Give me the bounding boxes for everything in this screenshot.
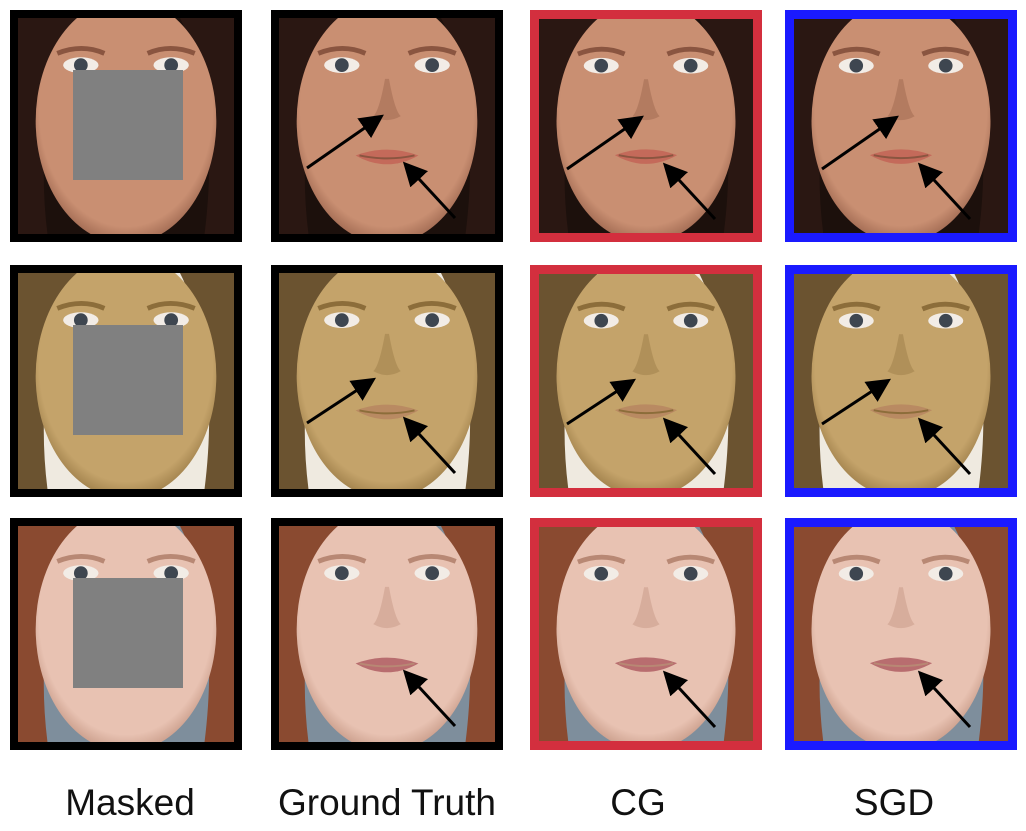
face-image xyxy=(539,527,753,741)
arrow-icon xyxy=(402,669,457,728)
arrow-icon xyxy=(402,161,457,220)
face-tile-cg-row-3 xyxy=(530,518,762,750)
column-label-masked: Masked xyxy=(65,782,195,823)
arrow-icon xyxy=(566,115,644,171)
face-image xyxy=(539,274,753,488)
annotation-arrows xyxy=(402,669,457,728)
annotation-arrows xyxy=(917,670,972,729)
face-image xyxy=(794,527,1008,741)
face-image xyxy=(279,273,495,489)
face-tile-masked-row-1 xyxy=(10,10,242,242)
face-tile-sgd-row-3 xyxy=(785,518,1017,750)
arrow-icon xyxy=(917,417,972,476)
face-tile-ground-truth-row-1 xyxy=(271,10,503,242)
face-image xyxy=(539,19,753,233)
annotation-arrows xyxy=(566,115,717,221)
arrow-icon xyxy=(917,670,972,729)
face-tile-masked-row-2 xyxy=(10,265,242,497)
annotation-arrows xyxy=(306,114,457,220)
face-tile-ground-truth-row-3 xyxy=(271,518,503,750)
arrow-icon xyxy=(917,162,972,221)
arrow-icon xyxy=(566,378,637,426)
mask-square xyxy=(73,325,183,435)
annotation-arrows xyxy=(566,378,717,476)
face-image xyxy=(279,526,495,742)
arrow-icon xyxy=(821,378,892,426)
face-image xyxy=(279,18,495,234)
arrow-icon xyxy=(402,416,457,475)
face-tile-ground-truth-row-2 xyxy=(271,265,503,497)
mask-square xyxy=(73,578,183,688)
arrow-icon xyxy=(662,670,717,729)
face-tile-sgd-row-2 xyxy=(785,265,1017,497)
mask-square xyxy=(73,70,183,180)
annotation-arrows xyxy=(821,115,972,221)
column-label-cg: CG xyxy=(610,782,666,823)
arrow-icon xyxy=(662,162,717,221)
column-label-sgd: SGD xyxy=(853,782,935,823)
arrow-icon xyxy=(306,377,377,425)
face-tile-cg-row-1 xyxy=(530,10,762,242)
annotation-arrows xyxy=(821,378,972,476)
arrow-icon xyxy=(306,114,384,170)
face-tile-masked-row-3 xyxy=(10,518,242,750)
face-tile-sgd-row-1 xyxy=(785,10,1017,242)
face-image xyxy=(794,19,1008,233)
arrow-icon xyxy=(662,417,717,476)
annotation-arrows xyxy=(306,377,457,475)
annotation-arrows xyxy=(662,670,717,729)
face-image xyxy=(794,274,1008,488)
column-label-ground-truth: Ground Truth xyxy=(277,782,496,823)
arrow-icon xyxy=(821,115,899,171)
face-tile-cg-row-2 xyxy=(530,265,762,497)
